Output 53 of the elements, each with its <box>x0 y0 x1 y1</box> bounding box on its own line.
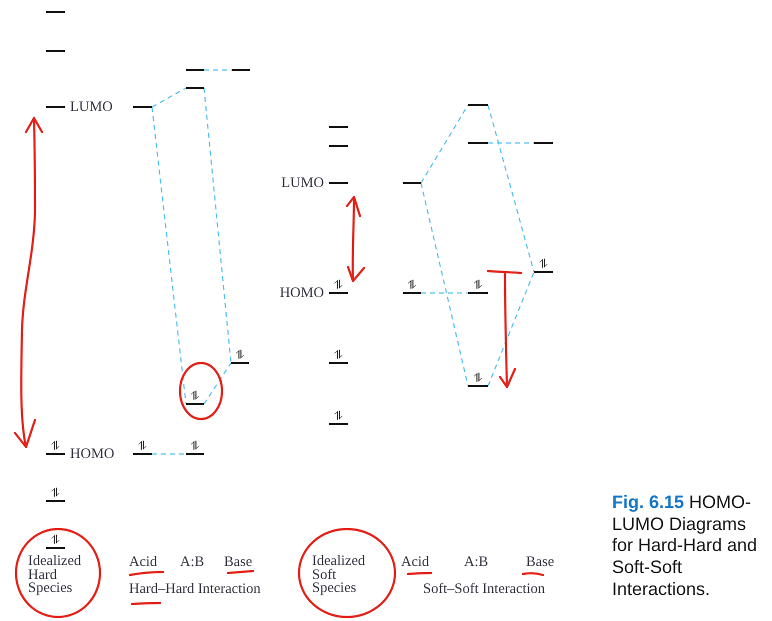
filled-energy-level: ⥮ <box>403 278 421 294</box>
level-label: HOMO <box>280 286 324 300</box>
energy-level <box>46 10 65 13</box>
level-label: HOMO <box>70 447 114 461</box>
column-label: Idealized Soft Species <box>312 555 366 596</box>
dashed-line <box>420 104 469 184</box>
filled-energy-level: ⥮ <box>46 486 65 502</box>
filled-energy-level: ⥮ <box>468 278 488 294</box>
column-label: Acid <box>401 555 430 569</box>
filled-energy-level: ⥮ <box>534 258 553 273</box>
filled-energy-level: ⥮ <box>46 440 65 455</box>
energy-level <box>133 106 152 108</box>
energy-level <box>534 142 553 144</box>
filled-energy-level: ⥮ <box>231 348 249 364</box>
figure-caption: Fig. 6.15 HOMO-LUMO Diagrams for Hard-Hard and Soft-Soft Interactions. <box>612 492 758 601</box>
energy-level <box>46 50 65 52</box>
energy-level <box>186 68 204 71</box>
column-label: Acid <box>129 555 158 569</box>
dashed-line <box>420 182 469 386</box>
column-label: A:B <box>180 555 204 569</box>
dashed-line <box>487 104 535 272</box>
dashed-line <box>203 88 232 364</box>
dashed-line <box>488 142 534 144</box>
energy-level <box>403 182 421 184</box>
level-label: LUMO <box>281 176 324 190</box>
filled-energy-level: ⥮ <box>186 440 204 455</box>
filled-energy-level: ⥮ <box>329 348 348 364</box>
energy-level <box>468 142 488 144</box>
column-label: Base <box>526 555 554 569</box>
dashed-line <box>421 292 468 294</box>
dashed-line <box>152 87 186 108</box>
filled-energy-level: ⥮ <box>468 372 488 387</box>
panel-label: Hard–Hard Interaction <box>129 582 261 596</box>
dashed-line <box>152 453 186 455</box>
column-label: A:B <box>464 555 488 569</box>
panel-label: Soft–Soft Interaction <box>423 582 546 596</box>
energy-level <box>186 86 204 89</box>
level-label: LUMO <box>70 100 113 114</box>
dashed-line <box>487 272 535 386</box>
energy-level <box>329 126 348 128</box>
filled-energy-level: ⥮ <box>46 534 65 549</box>
dashed-line <box>204 69 232 71</box>
energy-level <box>329 144 348 147</box>
filled-energy-level: ⥮ <box>186 390 204 405</box>
column-label: Base <box>224 555 252 569</box>
filled-energy-level: ⥮ <box>133 440 152 455</box>
energy-level <box>232 68 250 71</box>
filled-energy-level: ⥮ <box>329 278 348 294</box>
filled-energy-level: ⥮ <box>329 410 348 425</box>
column-label: Idealized Hard Species <box>28 555 82 596</box>
energy-level <box>468 104 488 106</box>
dashed-line <box>151 106 187 404</box>
dashed-line <box>204 362 232 404</box>
